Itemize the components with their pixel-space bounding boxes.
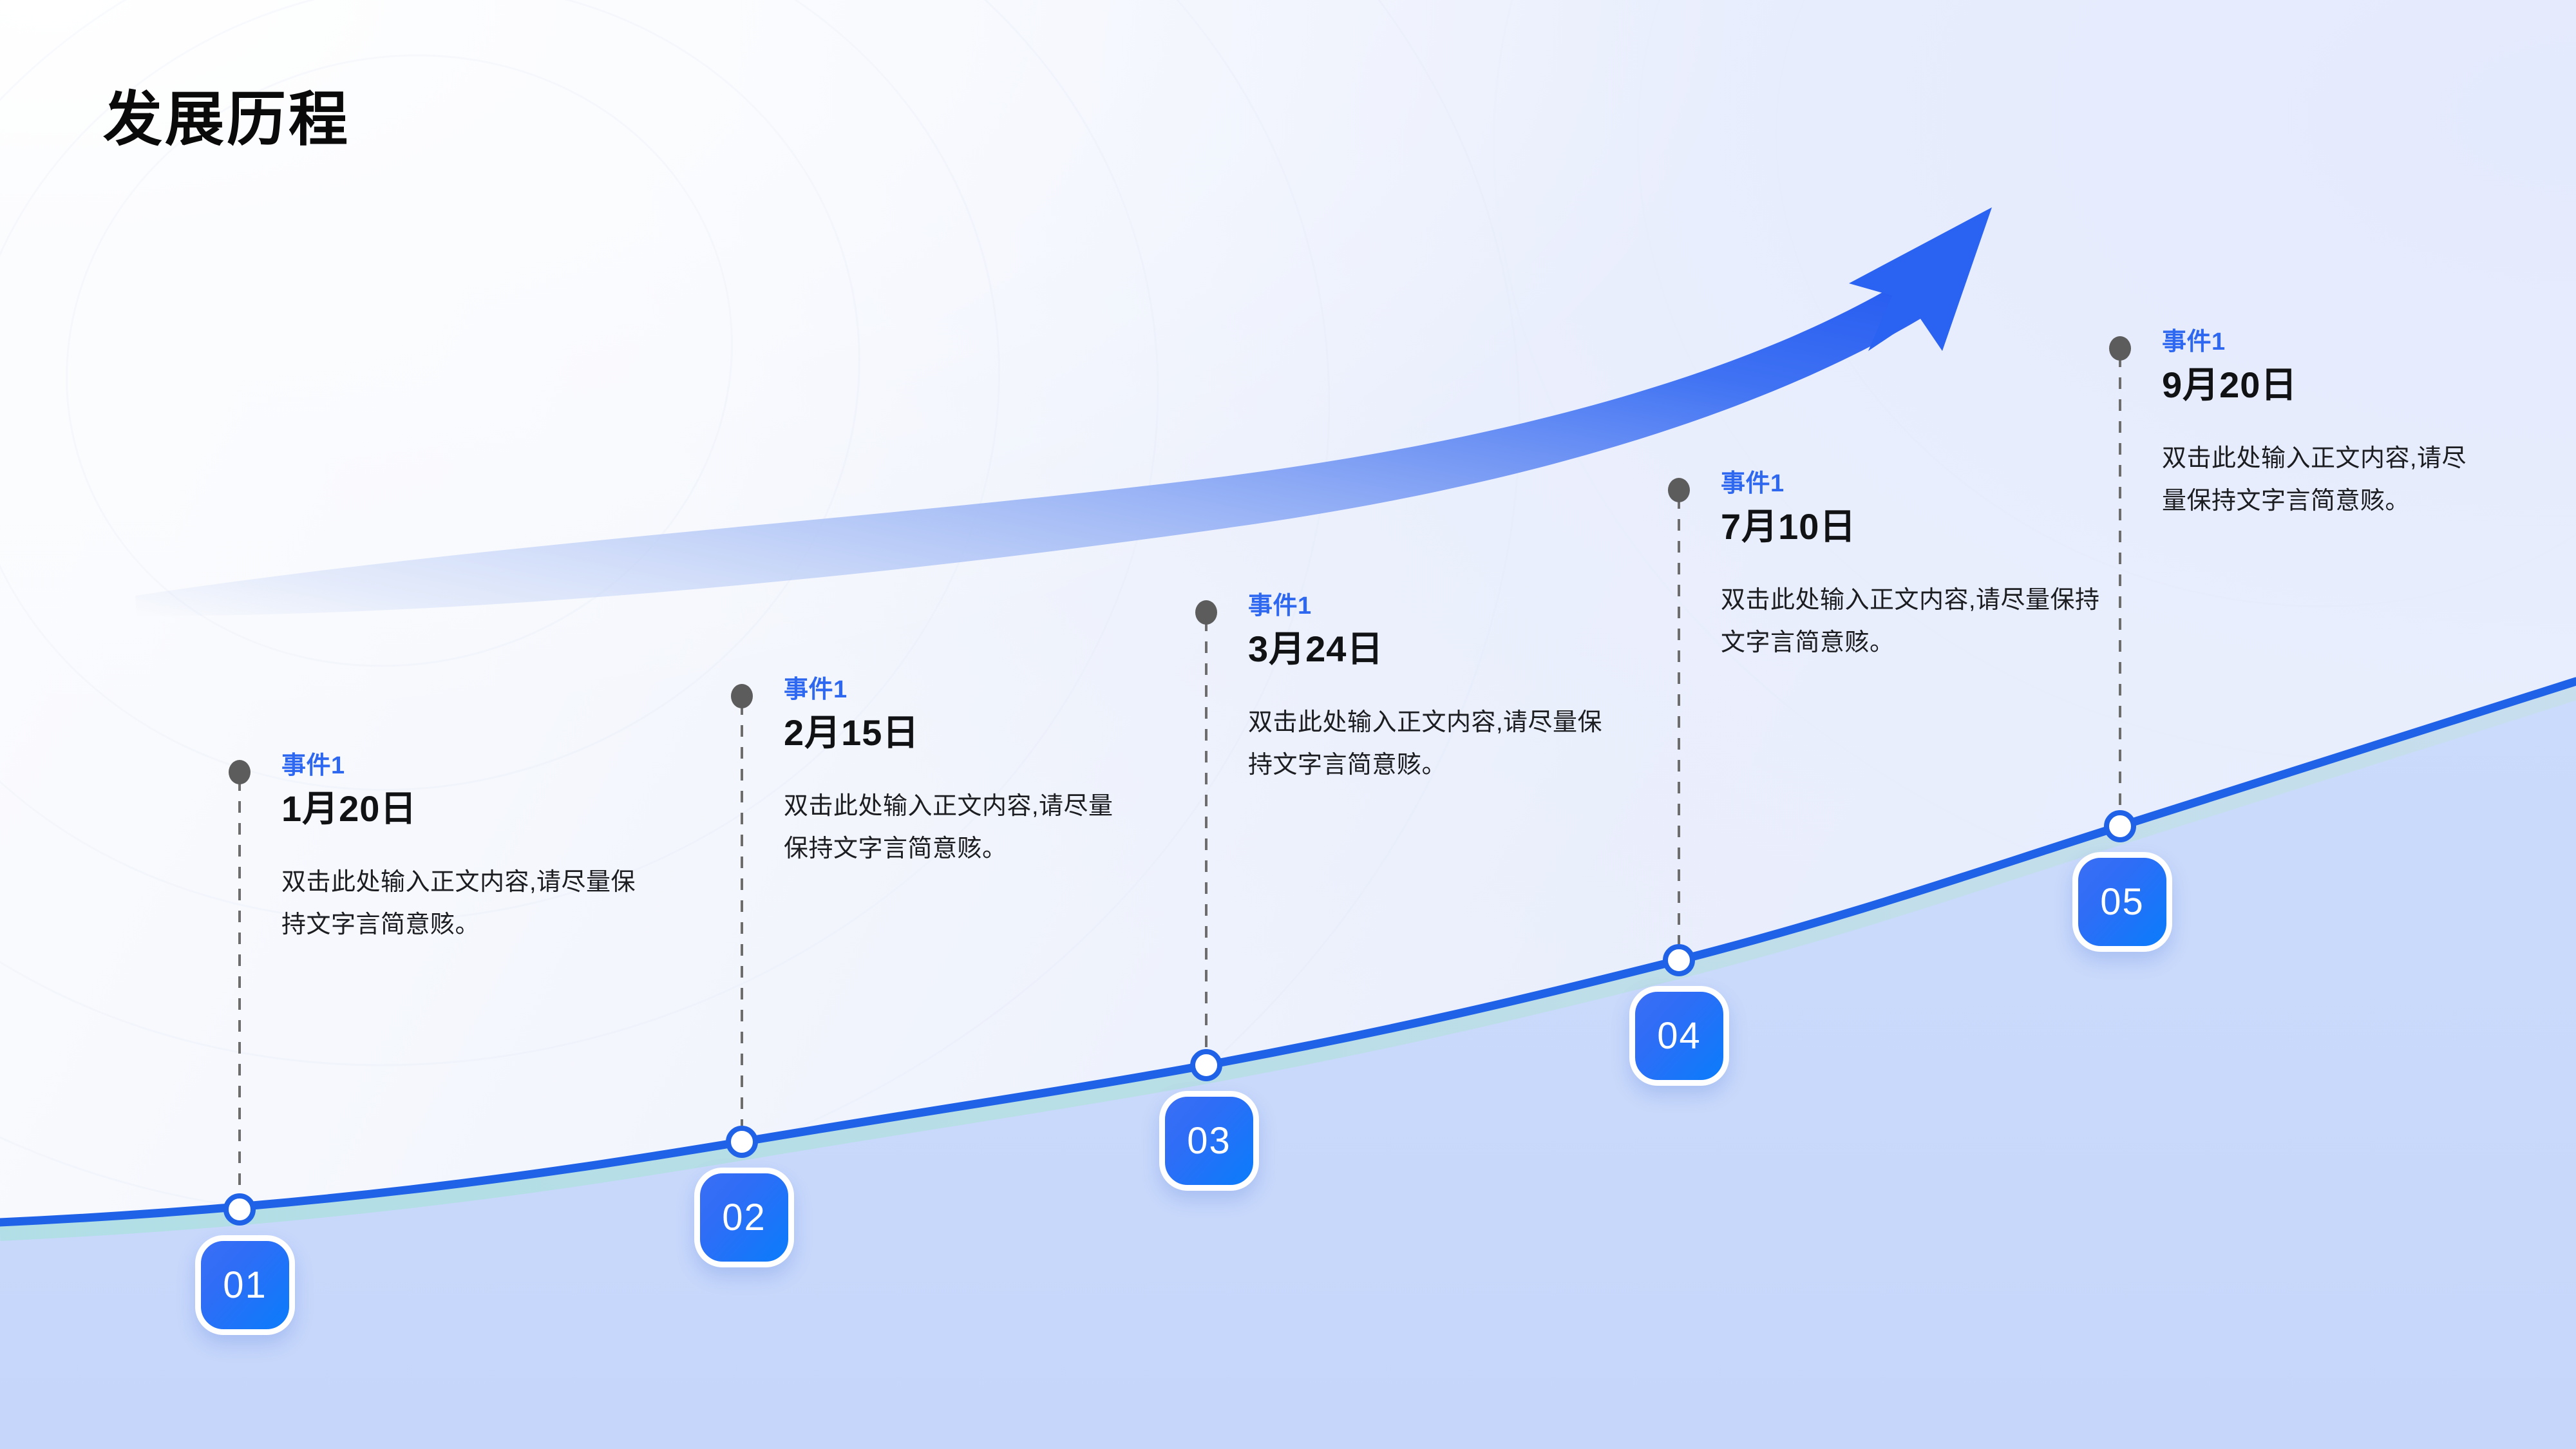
curve-marker-04[interactable] (1663, 944, 1695, 976)
timeline-item-text: 事件1 7月10日 双击此处输入正文内容,请尽量保持文字言简意赅。 (1721, 469, 2107, 664)
timeline-dot-icon (1195, 600, 1217, 625)
timeline-event-label: 事件1 (281, 752, 345, 779)
timeline-badge-05[interactable]: 05 (2072, 852, 2172, 952)
timeline-dot-icon (1668, 478, 1690, 502)
timeline-event-label: 事件1 (2162, 328, 2226, 355)
arrow-head (1849, 207, 1992, 351)
page-title: 发展历程 (103, 87, 351, 153)
timeline-badge-04[interactable]: 04 (1629, 986, 1729, 1086)
timeline-item-text: 事件1 1月20日 双击此处输入正文内容,请尽量保持文字言简意赅。 (281, 751, 668, 946)
timeline-date: 2月15日 (784, 712, 920, 753)
timeline-date: 9月20日 (2162, 364, 2298, 405)
timeline-dot-icon (731, 684, 753, 708)
arrow-shaft (135, 270, 1955, 616)
curve-marker-01[interactable] (223, 1193, 256, 1226)
timeline-item-text: 事件1 9月20日 双击此处输入正文内容,请尽量保持文字言简意赅。 (2162, 327, 2548, 522)
timeline-dot-icon (229, 760, 251, 784)
timeline-item-text: 事件1 3月24日 双击此处输入正文内容,请尽量保持文字言简意赅。 (1248, 591, 1634, 786)
timeline-body-text[interactable]: 双击此处输入正文内容,请尽量保持文字言简意赅。 (2162, 445, 2467, 515)
timeline-event-label: 事件1 (1721, 470, 1785, 497)
timeline-badge-02[interactable]: 02 (694, 1168, 794, 1267)
timeline-event-label: 事件1 (784, 676, 848, 703)
curve-marker-05[interactable] (2104, 810, 2136, 842)
timeline-body-text[interactable]: 双击此处输入正文内容,请尽量保持文字言简意赅。 (784, 793, 1113, 862)
timeline-item-text: 事件1 2月15日 双击此处输入正文内容,请尽量保持文字言简意赅。 (784, 675, 1170, 870)
timeline-date: 1月20日 (281, 788, 417, 829)
timeline-date: 7月10日 (1721, 506, 1857, 547)
timeline-dot-icon (2109, 336, 2131, 361)
curve-marker-03[interactable] (1190, 1049, 1222, 1081)
curve-marker-02[interactable] (726, 1126, 758, 1158)
timeline-body-text[interactable]: 双击此处输入正文内容,请尽量保持文字言简意赅。 (281, 869, 636, 938)
timeline-date: 3月24日 (1248, 628, 1384, 669)
timeline-body-text[interactable]: 双击此处输入正文内容,请尽量保持文字言简意赅。 (1248, 709, 1603, 779)
timeline-body-text[interactable]: 双击此处输入正文内容,请尽量保持文字言简意赅。 (1721, 587, 2100, 656)
timeline-badge-03[interactable]: 03 (1159, 1091, 1259, 1191)
timeline-event-label: 事件1 (1248, 592, 1312, 620)
timeline-badge-01[interactable]: 01 (195, 1235, 295, 1335)
